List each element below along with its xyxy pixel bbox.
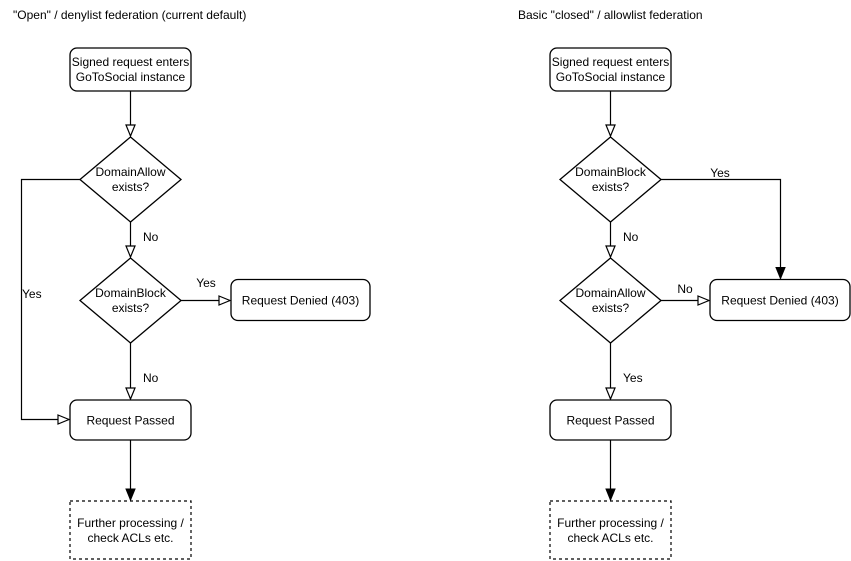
- request-passed-label: Request Passed: [86, 414, 174, 428]
- start-node-label-line2: GoToSocial instance: [76, 70, 186, 84]
- further-processing-label-line1: Further processing /: [557, 516, 664, 530]
- further-processing-label-line1: Further processing /: [77, 516, 184, 530]
- further-processing-label-line2: check ACLs etc.: [87, 531, 173, 545]
- edge-label-decision2-no: No: [677, 282, 693, 296]
- edge-decision1-yes: [20, 178, 80, 420]
- start-node-label-line1: Signed request enters: [552, 55, 669, 69]
- decision-domainallow-label-line2: exists?: [592, 301, 630, 315]
- edge-label-decision2-yes: Yes: [623, 371, 643, 385]
- decision-domainblock-label-line2: exists?: [112, 301, 150, 315]
- edge-label-decision1-no: No: [143, 230, 159, 244]
- further-processing-label-line2: check ACLs etc.: [567, 531, 653, 545]
- edge-label-decision1-no: No: [623, 230, 639, 244]
- edge-label-decision2-yes: Yes: [196, 276, 216, 290]
- decision-domainblock-label-line2: exists?: [592, 180, 630, 194]
- request-denied-label: Request Denied (403): [242, 294, 359, 308]
- decision-domainallow-label-line1: DomainAllow: [575, 286, 645, 300]
- further-processing-node: [549, 500, 672, 560]
- request-denied-label: Request Denied (403): [721, 294, 838, 308]
- request-denied-node: [230, 278, 371, 322]
- decision-domainallow-label-line1: DomainAllow: [95, 165, 165, 179]
- open-denylist-flowchart: "Open" / denylist federation (current de…: [13, 8, 371, 560]
- request-passed-label: Request Passed: [566, 414, 654, 428]
- start-node-label-line1: Signed request enters: [72, 55, 189, 69]
- edge-label-decision1-yes: Yes: [710, 166, 730, 180]
- closed-allowlist-flowchart: Basic "closed" / allowlist federation Si…: [518, 8, 851, 560]
- decision-domainblock-label-line1: DomainBlock: [575, 165, 647, 179]
- edge-decision1-yes: [661, 178, 786, 280]
- start-node-label-line2: GoToSocial instance: [556, 70, 666, 84]
- decision-domainallow-label-line2: exists?: [112, 180, 150, 194]
- request-denied-node: [709, 278, 851, 322]
- diagram-title: "Open" / denylist federation (current de…: [13, 8, 246, 22]
- diagram-title: Basic "closed" / allowlist federation: [518, 8, 703, 22]
- decision-domainblock-label-line1: DomainBlock: [95, 286, 167, 300]
- edge-label-decision2-no: No: [143, 371, 159, 385]
- further-processing-node: [69, 500, 192, 560]
- edge-label-decision1-yes: Yes: [22, 287, 42, 301]
